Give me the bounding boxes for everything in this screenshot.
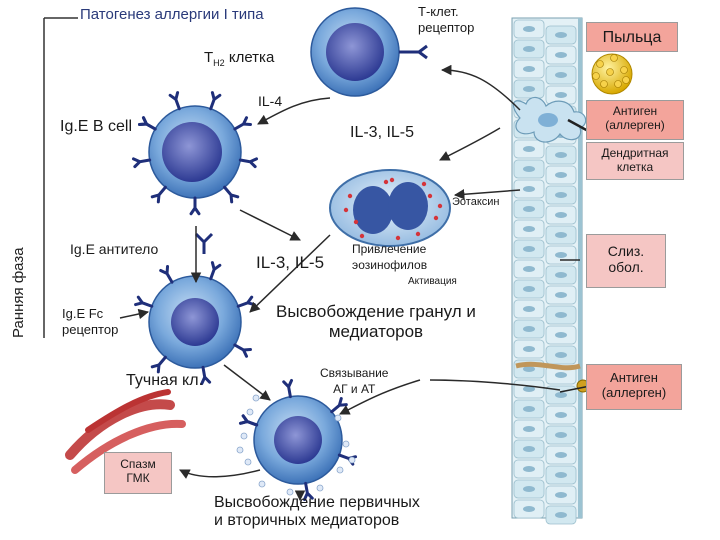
mucosa-line2: обол. — [608, 259, 644, 276]
il4-label: IL-4 — [258, 93, 283, 109]
pollen-grain-icon — [591, 53, 633, 95]
th2-main: T — [204, 49, 214, 66]
ag-at-binding-line1: Связывание — [320, 366, 389, 380]
ag-at-binding-label: Связывание АГ и АТ — [320, 366, 388, 397]
smooth-muscle-icon — [65, 389, 186, 474]
ige-b-cell-label: Ig.E B cell — [60, 118, 133, 135]
mucosa-line1: Слиз. — [607, 243, 645, 259]
smc-spasm-box: Спазм ГМК — [104, 452, 172, 494]
primary-secondary-label: Высвобождение первичных и вторичных меди… — [214, 494, 420, 529]
granule-release-label: Высвобождение гранул и медиаторов — [276, 302, 476, 341]
eosinophil-recruit-line2: эозинофилов — [352, 257, 428, 272]
epithelium — [511, 17, 583, 525]
dendritic-cell-line2: клетка — [616, 159, 654, 174]
mast-cell-label: Тучная кл. — [126, 372, 204, 389]
page-title: Патогенез аллергии I типа — [80, 6, 264, 23]
ige-antibody-icon — [194, 232, 214, 254]
phase-label: Ранняя фаза — [10, 247, 27, 338]
mucosa-box: Слиз. обол. — [586, 234, 666, 288]
th2-rest: клетка — [224, 49, 275, 66]
antigen-top-line1: Антиген — [612, 104, 658, 118]
granule-release-line2: медиаторов — [328, 321, 424, 341]
th2-cell-icon — [310, 7, 428, 97]
fc-receptor-label: Ig.E Fc рецептор — [62, 306, 118, 339]
pollen-box: Пыльца — [586, 22, 678, 52]
th2-cell-label: TH2 клетка — [204, 49, 275, 69]
tcell-receptor-line1: Т-клет. — [418, 4, 459, 19]
fc-receptor-line1: Ig.E Fc — [62, 306, 104, 321]
antigen-top-line2: (аллерген) — [605, 117, 665, 132]
mast-cell-icon — [134, 261, 256, 386]
ige-b-cell-icon — [131, 91, 259, 216]
antigen-bottom-box: Антиген (аллерген) — [586, 364, 682, 410]
dendritic-cell-box: Дендритная клетка — [586, 142, 684, 180]
th2-sub: H2 — [213, 58, 225, 68]
smc-spasm-line1: Спазм — [120, 457, 156, 471]
eosinophil-recruit-label: Привлечение эозинофилов — [352, 242, 427, 273]
flow-arrows — [119, 64, 580, 502]
eosinophil-cell-icon — [329, 169, 451, 247]
smc-spasm-line2: ГМК — [126, 470, 150, 485]
antigen-bottom-line2: (аллерген) — [601, 384, 667, 400]
fc-receptor-line2: рецептор — [62, 322, 119, 338]
degranulating-mast-cell-icon — [236, 378, 358, 502]
granule-release-line1: Высвобождение гранул и — [276, 302, 476, 321]
il3-il5-mid-label: IL-3, IL-5 — [256, 253, 325, 272]
ige-antibody-label: Ig.E антитело — [70, 241, 159, 257]
dendritic-cell-line1: Дендритная — [601, 146, 669, 160]
activation-label: Активация — [408, 276, 457, 287]
tcell-receptor-line2: рецептор — [418, 20, 475, 36]
antigen-bottom-line1: Антиген — [610, 370, 658, 385]
primary-secondary-line2: и вторичных медиаторов — [214, 511, 400, 529]
antigen-top-box: Антиген (аллерген) — [586, 100, 684, 140]
primary-secondary-line1: Высвобождение первичных — [214, 494, 420, 511]
il3-il5-top-label: IL-3, IL-5 — [350, 124, 415, 141]
dendritic-cell-icon — [512, 96, 587, 143]
ag-at-binding-line2: АГ и АТ — [333, 381, 376, 396]
eosinophil-recruit-line1: Привлечение — [352, 242, 427, 256]
tcell-receptor-label: Т-клет. рецептор — [418, 4, 474, 37]
eotaxin-label: Эотаксин — [452, 196, 500, 208]
